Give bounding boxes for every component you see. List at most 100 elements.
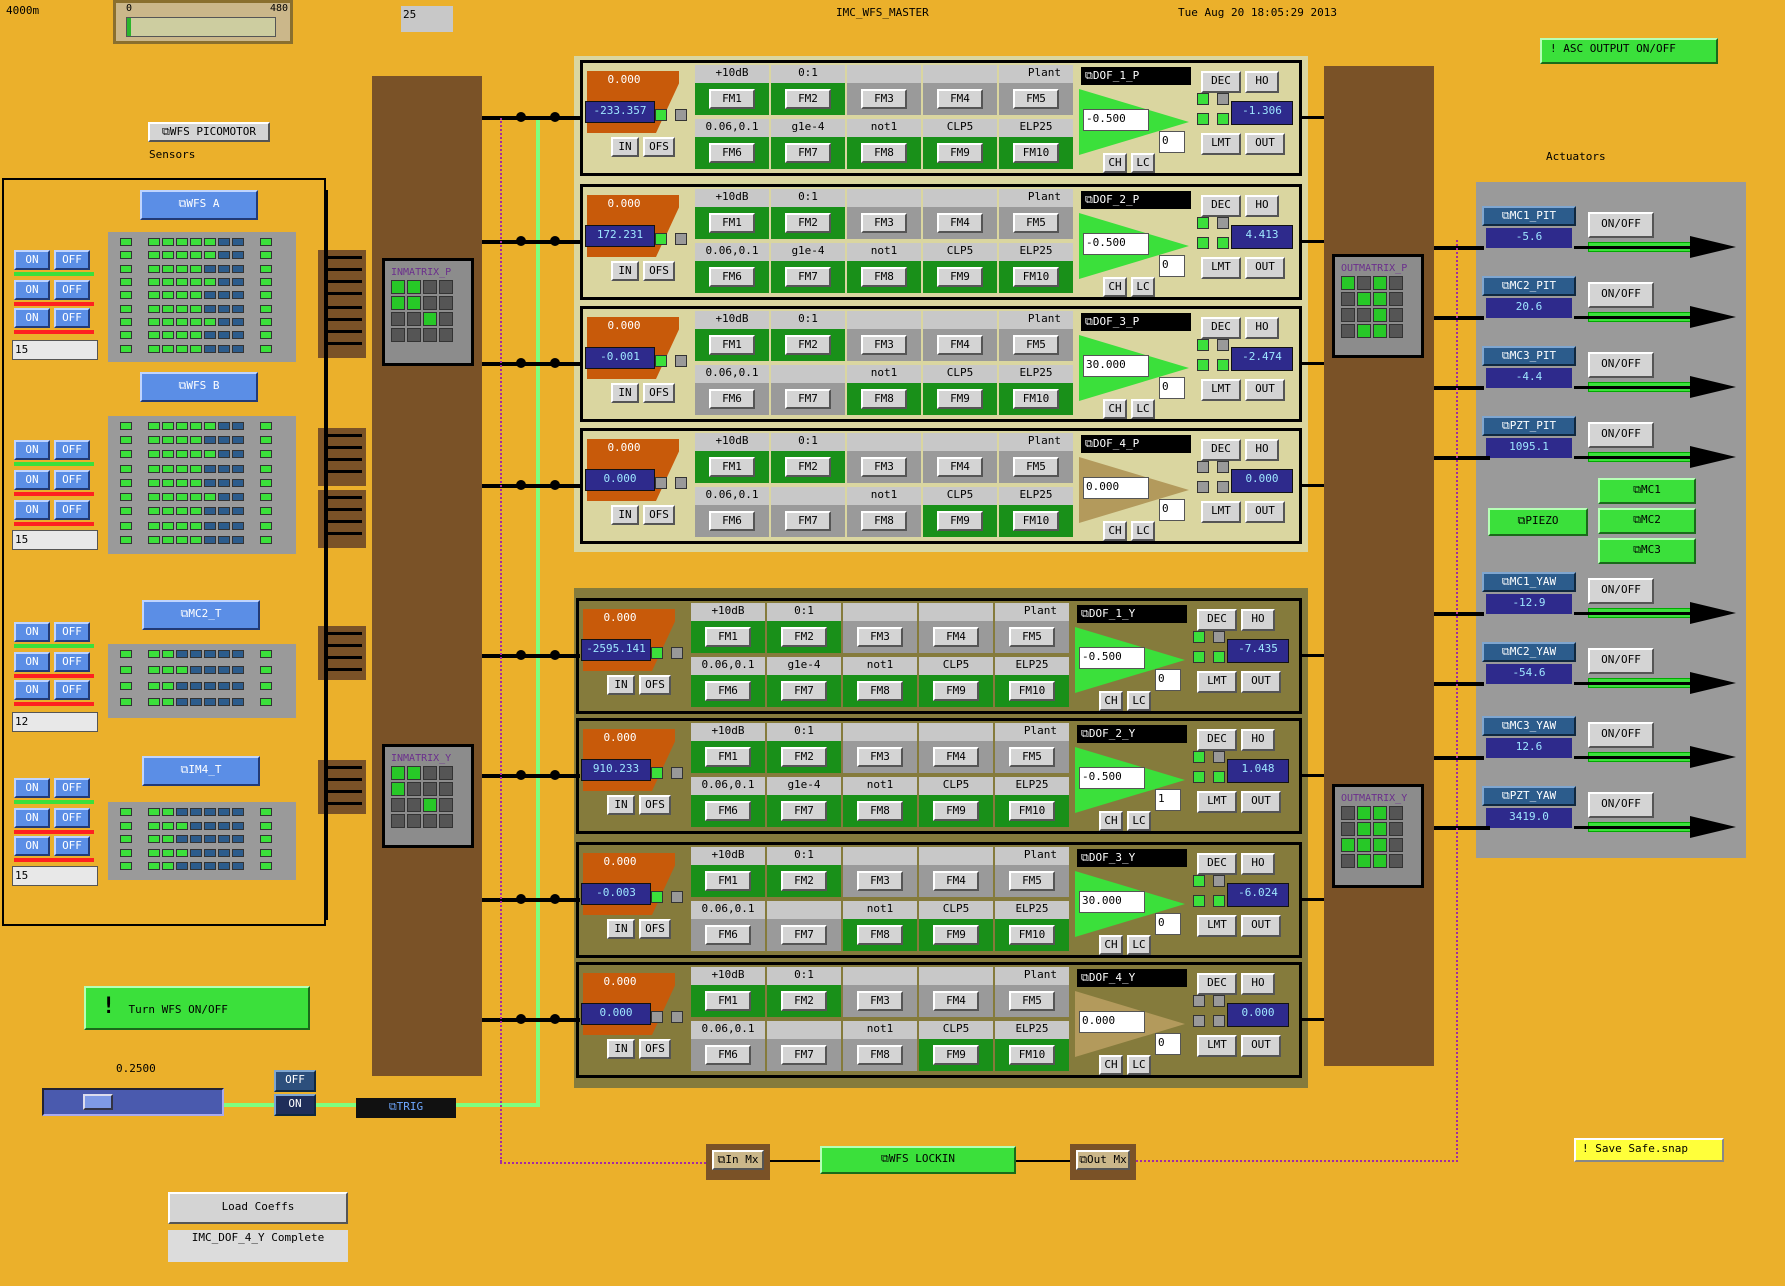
lc-button[interactable]: LC [1127,811,1151,831]
ofs-button[interactable]: OFS [639,919,671,939]
off-button[interactable]: OFF [54,622,90,642]
fm5-button[interactable]: FM5 [1013,335,1059,355]
fm5-button[interactable]: FM5 [1013,457,1059,477]
wfs-lockin-button[interactable]: ⧉WFS LOCKIN [820,1146,1016,1174]
mc2-button[interactable]: ⧉MC2 [1598,508,1696,534]
off-button[interactable]: OFF [54,652,90,672]
on-button[interactable]: ON [14,622,50,642]
out-mx-button[interactable]: ⧉Out Mx [1070,1144,1136,1180]
fm2-button[interactable]: FM2 [785,457,831,477]
limit-value[interactable]: 0 [1159,499,1185,521]
fm7-button[interactable]: FM7 [781,925,827,945]
fm10-button[interactable]: FM10 [1013,511,1059,531]
ch-button[interactable]: CH [1099,1055,1123,1075]
in-mx-button[interactable]: ⧉In Mx [706,1144,770,1180]
ofs-button[interactable]: OFS [639,675,671,695]
lc-button[interactable]: LC [1127,1055,1151,1075]
input-switch[interactable] [651,1011,663,1023]
lmt-button[interactable]: LMT [1197,915,1237,937]
fm2-button[interactable]: FM2 [785,213,831,233]
dof-name[interactable]: ⧉DOF_4_P [1081,435,1191,453]
actuator-button[interactable]: ⧉MC1_YAW [1482,572,1576,592]
fm10-button[interactable]: FM10 [1009,1045,1055,1065]
in-button[interactable]: IN [607,1039,635,1059]
limit-value[interactable]: 0 [1159,255,1185,277]
dec-button[interactable]: DEC [1197,973,1237,995]
lc-button[interactable]: LC [1131,399,1155,419]
slider-thumb[interactable] [83,1094,113,1110]
ofs-button[interactable]: OFS [643,505,675,525]
ofs-button[interactable]: OFS [639,795,671,815]
offset-switch[interactable] [671,1011,683,1023]
input-switch[interactable] [655,109,667,121]
gain-value[interactable]: 30.000 [1079,891,1145,913]
fm4-button[interactable]: FM4 [933,747,979,767]
lc-button[interactable]: LC [1131,521,1155,541]
fm1-button[interactable]: FM1 [709,335,755,355]
out-button[interactable]: OUT [1241,671,1281,693]
gain-slider[interactable] [42,1088,224,1116]
out-button[interactable]: OUT [1241,791,1281,813]
fm9-button[interactable]: FM9 [933,801,979,821]
ho-button[interactable]: HO [1245,439,1279,461]
offset-value[interactable]: 0.000 [607,197,641,210]
fm3-button[interactable]: FM3 [861,457,907,477]
offset-value[interactable]: 0.000 [603,731,637,744]
gain-value[interactable]: -0.500 [1079,767,1145,789]
sensor-value[interactable]: 15 [12,340,98,360]
hold-switch[interactable] [1217,339,1229,351]
limit-value[interactable]: 0 [1159,131,1185,153]
limit-switch[interactable] [1217,113,1229,125]
dof-name[interactable]: ⧉DOF_2_Y [1077,725,1187,743]
actuator-button[interactable]: ⧉PZT_PIT [1482,416,1576,436]
dof-name[interactable]: ⧉DOF_3_P [1081,313,1191,331]
limit-switch[interactable] [1213,651,1225,663]
limit-switch[interactable] [1213,1015,1225,1027]
off-button[interactable]: OFF [54,308,90,328]
in-button[interactable]: IN [607,919,635,939]
fm6-button[interactable]: FM6 [705,925,751,945]
input-switch[interactable] [655,233,667,245]
dec-switch[interactable] [1197,113,1209,125]
fm8-button[interactable]: FM8 [861,267,907,287]
fm6-button[interactable]: FM6 [705,801,751,821]
inmatrix-p[interactable]: INMATRIX_P [382,258,474,366]
out-button[interactable]: OUT [1245,133,1285,155]
ho-button[interactable]: HO [1245,71,1279,93]
actuator-button[interactable]: ⧉MC2_PIT [1482,276,1576,296]
lmt-button[interactable]: LMT [1197,1035,1237,1057]
lmt-button[interactable]: LMT [1201,133,1241,155]
in-button[interactable]: IN [611,505,639,525]
fm3-button[interactable]: FM3 [861,89,907,109]
on-button[interactable]: ON [14,500,50,520]
ch-button[interactable]: CH [1103,153,1127,173]
sensor-block-button[interactable]: ⧉WFS B [140,372,258,402]
input-switch[interactable] [651,647,663,659]
off-button[interactable]: OFF [54,470,90,490]
fm6-button[interactable]: FM6 [709,511,755,531]
off-button[interactable]: OFF [54,500,90,520]
fm8-button[interactable]: FM8 [861,511,907,531]
fm8-button[interactable]: FM8 [857,801,903,821]
offset-switch[interactable] [671,767,683,779]
ch-button[interactable]: CH [1099,935,1123,955]
ho-button[interactable]: HO [1241,973,1275,995]
fm10-button[interactable]: FM10 [1009,801,1055,821]
fm3-button[interactable]: FM3 [857,991,903,1011]
gain-value[interactable]: -0.500 [1083,233,1149,255]
ho-button[interactable]: HO [1245,317,1279,339]
dec-button[interactable]: DEC [1197,609,1237,631]
dec-button[interactable]: DEC [1201,71,1241,93]
fm7-button[interactable]: FM7 [781,1045,827,1065]
turn-wfs-button[interactable]: ! Turn WFS ON/OFF [84,986,310,1030]
gain-value[interactable]: -0.500 [1083,109,1149,131]
actuator-button[interactable]: ⧉PZT_YAW [1482,786,1576,806]
dec-switch[interactable] [1193,1015,1205,1027]
fm7-button[interactable]: FM7 [781,681,827,701]
fm1-button[interactable]: FM1 [705,747,751,767]
fm1-button[interactable]: FM1 [709,213,755,233]
on-button[interactable]: ON [14,440,50,460]
in-button[interactable]: IN [607,675,635,695]
limit-switch[interactable] [1213,895,1225,907]
fm4-button[interactable]: FM4 [933,627,979,647]
